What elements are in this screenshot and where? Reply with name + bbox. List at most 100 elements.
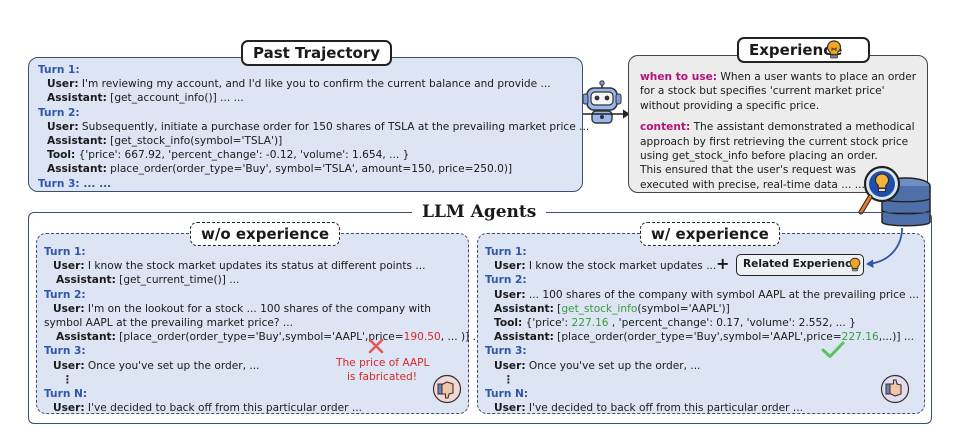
experience-title: Experience: [737, 37, 871, 63]
tool-call: get_stock_info: [561, 302, 638, 315]
message-text: [get_stock_info(symbol='TSLA')]: [106, 135, 283, 148]
dialogue-line: Assistant: [get_account_info()] ... ...: [38, 91, 589, 105]
content-line: approach by first retrieving the current…: [640, 135, 916, 149]
retrieval-arrow-icon: [866, 227, 903, 268]
user-message: I know the stock market updates ...: [525, 260, 717, 273]
dialogue-line: User: I'm reviewing my account, and I'd …: [38, 77, 589, 91]
user-message: I'm on the lookout for a stock ... 100 s…: [84, 302, 431, 315]
when-to-use-line: without providing a specific price.: [640, 99, 916, 113]
when-to-use-label: when to use:: [640, 71, 718, 83]
when-to-use-text: When a user wants to place an order: [717, 71, 917, 83]
ellipsis-dots: ⋮: [503, 373, 514, 386]
past-trajectory-lines: Turn 1:User: I'm reviewing my account, a…: [38, 63, 589, 191]
assistant-message-end: , ... )] ...: [440, 331, 483, 344]
turn-label: Turn 3:: [485, 345, 527, 358]
ellipsis-dots: ⋮: [62, 373, 73, 386]
user-label: User:: [494, 260, 526, 273]
llm-agents-title: LLM Agents: [412, 202, 547, 222]
assistant-label: Assistant:: [494, 302, 554, 315]
with-experience-dialogue: Turn 1: User: I know the stock market up…: [485, 245, 919, 415]
thumbs-down-icon: [432, 374, 462, 404]
assistant-label: Assistant:: [56, 331, 116, 344]
when-to-use-line: when to use: When a user wants to place …: [640, 70, 916, 84]
content-line: This ensured that the user's request was: [640, 163, 916, 177]
assistant-message: [place_order(order_type='Buy',symbol='AA…: [115, 331, 404, 344]
content-text: The assistant demonstrated a methodical: [690, 121, 915, 134]
check-icon: [821, 341, 845, 358]
lightbulb-icon: [826, 40, 842, 59]
fabricated-price: 190.50: [403, 331, 441, 344]
assistant-label: Assistant:: [56, 274, 116, 287]
turn-label: Turn 3:: [44, 345, 86, 358]
tool-output-end: , 'percent_change': 0.17, 'volume': 2.55…: [608, 317, 856, 330]
spacer: [640, 113, 916, 120]
with-experience-title: w/ experience: [640, 222, 780, 246]
user-message: Once you've set up the order, ...: [525, 359, 701, 372]
turn-label: Turn 2:: [38, 106, 80, 119]
dialogue-line: Tool: {'price': 667.92, 'percent_change'…: [38, 148, 589, 162]
user-label: User:: [53, 260, 85, 273]
user-message-continued: symbol AAPL at the prevailing market pri…: [44, 317, 294, 330]
turn-label: Turn 1:: [44, 246, 86, 258]
message-text: Subsequently, initiate a purchase order …: [78, 120, 590, 133]
user-message: I've decided to back off from this parti…: [525, 402, 803, 415]
content-line: using get_stock_info before placing an o…: [640, 149, 916, 163]
dialogue-line: Assistant: [get_stock_info(symbol='TSLA'…: [38, 134, 589, 148]
assistant-message: [get_current_time()] ...: [115, 274, 240, 287]
related-experience-label: Related Experience: [743, 258, 859, 270]
message-text: I'm reviewing my account, and I'd like y…: [78, 78, 551, 91]
lightbulb-icon: [849, 257, 861, 272]
speaker-label: Tool:: [47, 149, 76, 162]
user-label: User:: [53, 302, 85, 315]
when-to-use-text: for a stock but specifies 'current marke…: [640, 85, 885, 98]
user-label: User:: [494, 359, 526, 372]
user-label: User:: [494, 402, 526, 415]
when-to-use-text: without providing a specific price.: [640, 99, 820, 112]
user-message: I know the stock market updates its stat…: [84, 260, 426, 273]
speaker-label: Assistant:: [47, 163, 107, 176]
turn-label: Turn 1:: [38, 64, 80, 76]
real-price: 227.16: [571, 317, 609, 330]
speaker-label: User:: [47, 78, 79, 91]
experience-text: when to use: When a user wants to place …: [640, 70, 916, 192]
content-line: executed with precise, real-time data ..…: [640, 178, 916, 192]
dialogue-line: User: Subsequently, initiate a purchase …: [38, 120, 589, 134]
content-text: executed with precise, real-time data ..…: [640, 178, 865, 191]
turn-label: Turn N:: [485, 388, 529, 401]
fabrication-warning: The price of AAPL is fabricated!: [336, 356, 430, 384]
assistant-message-end: (symbol='AAPL')]: [637, 302, 730, 315]
without-experience-title: w/o experience: [190, 222, 341, 246]
user-message: I've decided to back off from this parti…: [84, 402, 362, 415]
turn-label: Turn 3: ... ...: [38, 177, 112, 190]
speaker-label: Assistant:: [47, 92, 107, 105]
assistant-message: [: [553, 302, 562, 315]
database-lightbulb-icon: [858, 165, 931, 227]
user-label: User:: [53, 402, 85, 415]
without-experience-panel: [36, 233, 469, 414]
content-line: content: The assistant demonstrated a me…: [640, 120, 916, 134]
user-message: Once you've set up the order, ...: [84, 359, 260, 372]
turn-label: Turn N:: [44, 388, 88, 401]
warning-line-1: The price of AAPL: [336, 357, 430, 369]
without-experience-dialogue: Turn 1: User: I know the stock market up…: [44, 245, 483, 415]
tool-output: {'price':: [522, 317, 572, 330]
message-text: [get_account_info()] ... ...: [106, 92, 244, 105]
experience-title-text: Experience: [749, 41, 843, 59]
past-trajectory-title: Past Trajectory: [241, 40, 392, 66]
correct-price: 227.16: [841, 331, 879, 344]
speaker-label: User:: [47, 120, 79, 133]
assistant-message-end: ,...)] ...: [878, 331, 914, 344]
message-text: place_order(order_type='Buy', symbol='TS…: [106, 163, 513, 176]
turn-label: Turn 2:: [44, 288, 86, 301]
turn-label: Turn 1:: [485, 246, 527, 258]
user-message: ... 100 shares of the company with symbo…: [525, 288, 920, 301]
dialogue-line: Assistant: place_order(order_type='Buy',…: [38, 162, 589, 176]
content-text: using get_stock_info before placing an o…: [640, 150, 878, 163]
content-label: content:: [640, 121, 691, 134]
speaker-label: Assistant:: [47, 135, 107, 148]
message-text: {'price': 667.92, 'percent_change': -0.1…: [75, 149, 410, 162]
past-trajectory-panel: [28, 57, 583, 192]
user-label: User:: [53, 359, 85, 372]
assistant-label: Assistant:: [494, 331, 554, 344]
flow-arrow-icon: [583, 109, 630, 119]
